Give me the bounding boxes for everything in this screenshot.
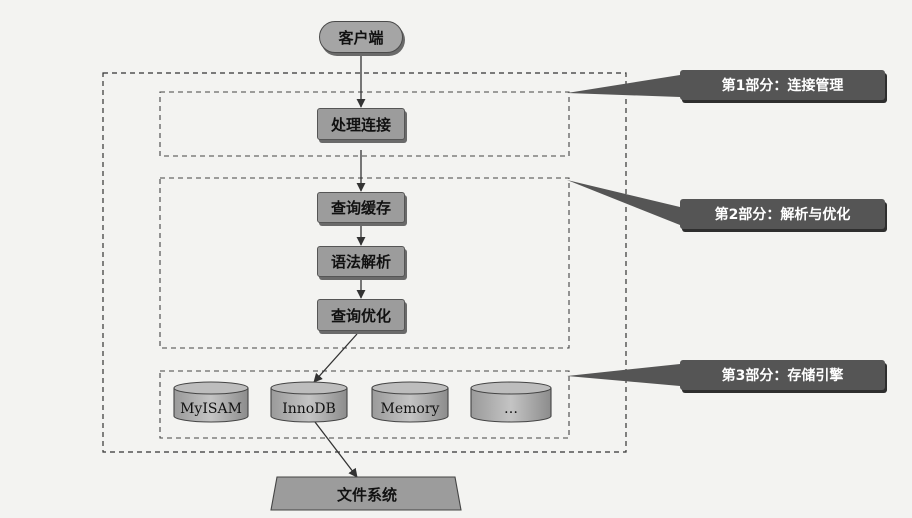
engine-label-memory: Memory <box>380 401 440 417</box>
callout-2-pointer <box>567 180 680 225</box>
query-optimizer-node: 查询优化 <box>317 299 405 331</box>
engine-label-innodb: InnoDB <box>282 401 336 417</box>
client-node: 客户端 <box>319 21 403 53</box>
arrow-optimizer-to-engine <box>313 333 358 383</box>
syntax-parser-node: 语法解析 <box>317 246 405 277</box>
engine-label-more: … <box>504 401 518 417</box>
engine-cylinder-4 <box>470 381 552 423</box>
section-1-boundary <box>159 91 570 157</box>
engine-cylinder-2 <box>270 381 348 423</box>
engine-label-myisam: MyISAM <box>180 401 242 417</box>
filesystem-shape <box>270 476 462 511</box>
arrow-engine-to-filesystem <box>314 421 358 478</box>
connection-handling-node: 处理连接 <box>317 108 405 140</box>
engine-cylinder-3 <box>371 381 449 423</box>
filesystem-label: 文件系统 <box>336 485 397 504</box>
callout-1-pointer <box>567 75 680 97</box>
engine-cylinder-1 <box>173 381 249 423</box>
server-boundary <box>102 72 627 453</box>
section-1-callout: 第1部分：连接管理 <box>680 70 885 100</box>
section-2-callout: 第2部分：解析与优化 <box>680 199 885 229</box>
section-2-boundary <box>159 177 570 349</box>
query-cache-node: 查询缓存 <box>317 192 405 223</box>
callout-3-pointer <box>567 364 680 386</box>
section-3-boundary <box>159 370 570 439</box>
section-3-callout: 第3部分：存储引擎 <box>680 360 885 390</box>
